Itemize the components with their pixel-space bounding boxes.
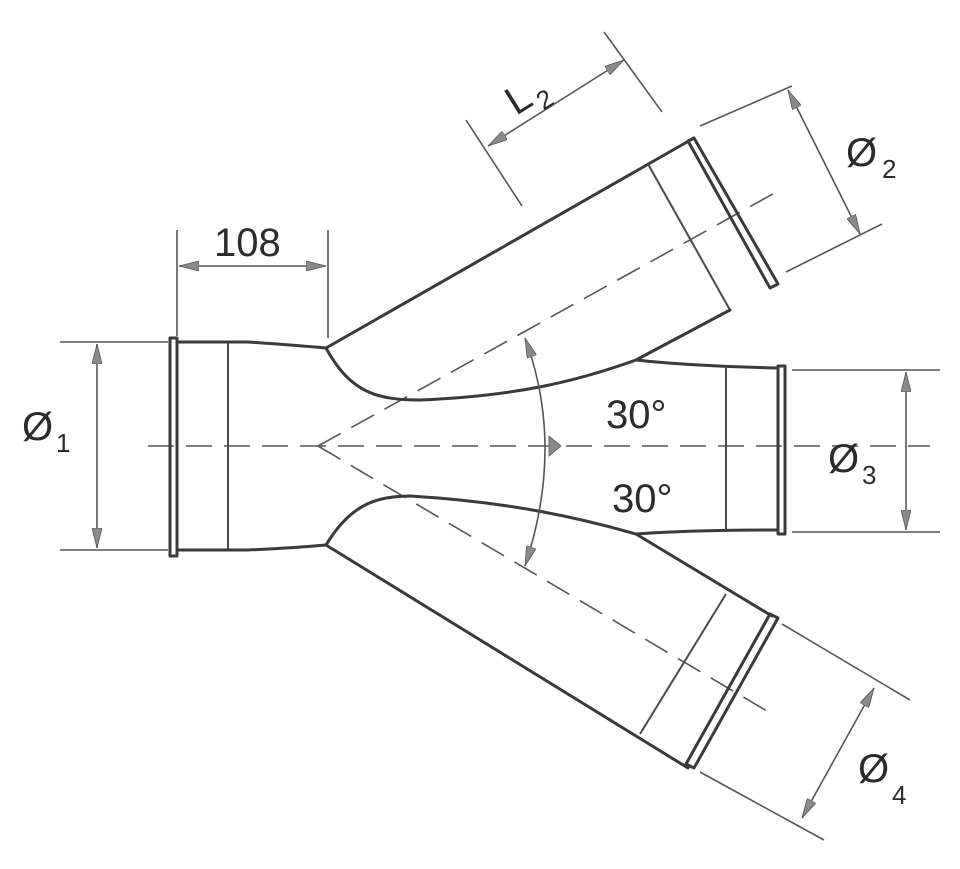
label-angle-lower: 30°	[612, 477, 673, 521]
straight-branch-top-edge	[634, 358, 780, 370]
inlet-top-edge	[175, 340, 328, 350]
ext-l2-right	[603, 31, 663, 113]
label-d2-subscript: 2	[882, 154, 896, 184]
upper-branch-collar	[686, 136, 780, 290]
upper-branch-inner-edge	[324, 308, 732, 402]
lower-branch-inner-edge	[324, 494, 774, 618]
straight-branch-bottom-edge	[634, 528, 780, 536]
lower-branch-centerline	[317, 445, 773, 715]
label-d1-subscript: 1	[56, 428, 70, 458]
label-d1-symbol: Ø	[22, 405, 53, 449]
inlet-collar	[168, 336, 179, 558]
dim-line-d2	[787, 89, 861, 235]
dim-arc-mid-arrow	[548, 435, 562, 457]
label-d4-symbol: Ø	[858, 747, 889, 791]
inlet-bottom-edge	[175, 543, 328, 552]
label-d2-symbol: Ø	[846, 131, 877, 175]
upper-branch-bead-line	[647, 163, 731, 311]
labels: 108 L 2 30° 30° Ø 1 Ø 2 Ø 3 Ø 4	[22, 75, 906, 810]
label-d4-subscript: 4	[892, 780, 906, 810]
ext-d4-bottom	[699, 771, 825, 841]
ext-d4-top	[781, 623, 911, 701]
extension-lines	[60, 31, 940, 841]
straight-branch-collar	[776, 364, 787, 536]
label-d3-symbol: Ø	[828, 437, 859, 481]
ext-l2-left	[465, 119, 523, 207]
lower-branch-bead-line	[639, 593, 727, 735]
dim-line-l2	[487, 59, 625, 147]
fitting-body	[168, 136, 787, 770]
label-108: 108	[214, 221, 281, 265]
dimension-lines	[97, 59, 906, 819]
lower-branch-outer-edge	[324, 543, 690, 770]
upper-branch-centerline	[317, 189, 781, 447]
dim-line-d4	[801, 687, 875, 819]
dim-arc-angle	[524, 337, 546, 567]
lower-branch-collar	[684, 612, 780, 770]
ext-d2-bottom	[785, 223, 883, 273]
label-d3-subscript: 3	[862, 460, 876, 490]
label-l2-letter: L	[497, 75, 539, 124]
ext-d2-top	[699, 85, 793, 127]
center-lines	[148, 189, 930, 715]
label-angle-upper: 30°	[606, 393, 667, 437]
upper-branch-outer-edge	[324, 136, 696, 350]
